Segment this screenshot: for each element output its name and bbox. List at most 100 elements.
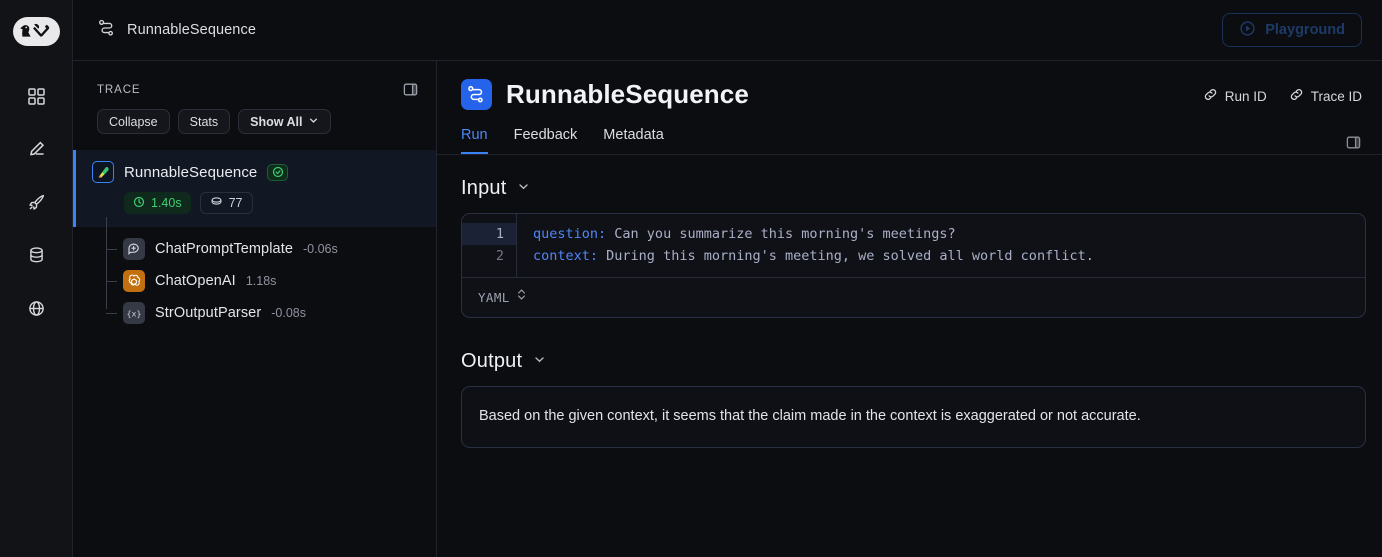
yaml-value: Can you summarize this morning's meeting…: [614, 226, 956, 242]
trace-node-duration: -0.08s: [271, 306, 307, 320]
breadcrumb-label: RunnableSequence: [127, 22, 256, 38]
run-detail-header: RunnableSequence Run ID: [437, 61, 1382, 149]
link-icon: [1203, 87, 1218, 105]
database-icon: [27, 246, 46, 270]
tab-metadata-label: Metadata: [603, 127, 664, 143]
grid-icon: [27, 87, 46, 111]
tab-run-label: Run: [461, 127, 488, 143]
run-detail-panel: RunnableSequence Run ID: [437, 61, 1382, 557]
output-text: Based on the given context, it seems tha…: [479, 408, 1141, 424]
tree-elbow: [106, 249, 117, 250]
openai-icon: [123, 270, 145, 292]
trace-children: ChatPromptTemplate -0.06s Ch: [73, 217, 436, 329]
show-all-label: Show All: [250, 114, 303, 129]
trace-node-row: RunnableSequence: [92, 161, 426, 183]
parrot-icon: [92, 161, 114, 183]
yaml-key: question: [533, 226, 599, 242]
page-title: RunnableSequence: [506, 79, 749, 109]
panel-right-icon[interactable]: [403, 82, 418, 97]
langsmith-logo[interactable]: [12, 17, 60, 46]
input-heading: Input: [461, 177, 507, 199]
line-number-gutter: 1 2: [462, 214, 517, 277]
chevron-down-icon[interactable]: [516, 179, 531, 199]
header-actions: Run ID Trace ID: [1203, 87, 1362, 105]
playground-button[interactable]: Playground: [1222, 13, 1362, 47]
trace-toolbar: Collapse Stats Show All: [73, 97, 436, 134]
code-line: question: Can you summarize this morning…: [533, 226, 956, 242]
line-number: 2: [495, 248, 504, 264]
check-circle-icon: [267, 163, 289, 181]
token-icon: [210, 196, 223, 210]
chevron-updown-icon: [516, 287, 527, 307]
collapse-label: Collapse: [109, 114, 158, 129]
tree-guide-line: [106, 217, 107, 309]
trace-id-button[interactable]: Trace ID: [1289, 87, 1362, 105]
code-lines[interactable]: question: Can you summarize this morning…: [517, 214, 1365, 277]
input-section-header[interactable]: Input: [461, 177, 1366, 200]
detail-tabs: Run Feedback Metadata: [437, 114, 1382, 155]
sidebar-item-datasets[interactable]: [19, 241, 53, 275]
trace-node-label: ChatOpenAI: [155, 273, 236, 289]
left-nav-rail: [0, 0, 73, 557]
content-body: TRACE Collapse Stats: [73, 61, 1382, 557]
run-id-label: Run ID: [1224, 88, 1267, 104]
line-number: 1: [462, 223, 516, 245]
duration-badge: 1.40s: [124, 192, 191, 214]
trace-node-duration: 1.18s: [245, 274, 277, 288]
code-footer: YAML: [462, 277, 1365, 317]
trace-panel: TRACE Collapse Stats: [73, 61, 437, 557]
trace-node-label: RunnableSequence: [124, 163, 258, 181]
sidebar-item-deployments[interactable]: [19, 188, 53, 222]
braces-x-icon: {x}: [123, 302, 145, 324]
yaml-value: During this morning's meeting, we solved…: [606, 248, 1094, 264]
run-id-button[interactable]: Run ID: [1203, 87, 1267, 105]
output-card: Based on the given context, it seems tha…: [461, 386, 1366, 448]
trace-id-label: Trace ID: [1310, 88, 1362, 104]
sidebar-item-annotate[interactable]: [19, 135, 53, 169]
globe-icon: [27, 299, 46, 323]
sidebar-item-dashboard[interactable]: [19, 82, 53, 116]
chevron-down-icon: [308, 115, 319, 129]
detail-body: Input 1 2: [437, 155, 1382, 557]
duration-value: 1.40s: [151, 196, 182, 210]
code-line: context: During this morning's meeting, …: [533, 248, 1094, 264]
stats-button[interactable]: Stats: [177, 109, 231, 134]
link-icon: [1289, 87, 1304, 105]
playground-label: Playground: [1265, 22, 1345, 38]
breadcrumb[interactable]: RunnableSequence: [98, 19, 256, 42]
trace-tree: RunnableSequence: [73, 150, 436, 557]
trace-node-metrics: 1.40s 77: [124, 192, 426, 214]
tree-elbow: [106, 313, 117, 314]
format-label: YAML: [478, 289, 510, 305]
collapse-button[interactable]: Collapse: [97, 109, 170, 134]
run-title-row: RunnableSequence: [461, 79, 1362, 110]
output-section-header[interactable]: Output: [461, 350, 1366, 373]
format-selector[interactable]: YAML: [478, 287, 527, 307]
trace-panel-header: TRACE: [73, 61, 436, 97]
chat-bubble-icon: [123, 238, 145, 260]
show-all-dropdown[interactable]: Show All: [238, 109, 332, 134]
tab-feedback-label: Feedback: [513, 127, 578, 143]
trace-panel-title: TRACE: [97, 83, 141, 96]
tab-metadata[interactable]: Metadata: [603, 127, 663, 154]
svg-text:{x}: {x}: [127, 308, 142, 318]
rail-icon-list: [19, 82, 53, 328]
play-circle-icon: [1239, 20, 1256, 41]
sequence-icon: [98, 19, 116, 42]
trace-node-chatopenai[interactable]: ChatOpenAI 1.18s: [73, 265, 436, 297]
chevron-down-icon[interactable]: [532, 352, 547, 372]
trace-node-stroutputparser[interactable]: {x} StrOutputParser -0.08s: [73, 297, 436, 329]
trace-node-runnable-sequence[interactable]: RunnableSequence: [73, 150, 436, 227]
panel-right-icon[interactable]: [1346, 135, 1361, 150]
input-code-block: 1 2 question: Can you summarize this mor…: [461, 213, 1366, 318]
sidebar-item-hub[interactable]: [19, 294, 53, 328]
rocket-icon: [27, 193, 46, 217]
trace-node-chatprompttemplate[interactable]: ChatPromptTemplate -0.06s: [73, 233, 436, 265]
tab-feedback[interactable]: Feedback: [514, 127, 578, 154]
trace-node-label: ChatPromptTemplate: [155, 241, 293, 257]
tab-run[interactable]: Run: [461, 127, 488, 154]
yaml-key: context: [533, 248, 590, 264]
top-bar: RunnableSequence Playground: [73, 0, 1382, 61]
sequence-icon: [461, 79, 492, 110]
